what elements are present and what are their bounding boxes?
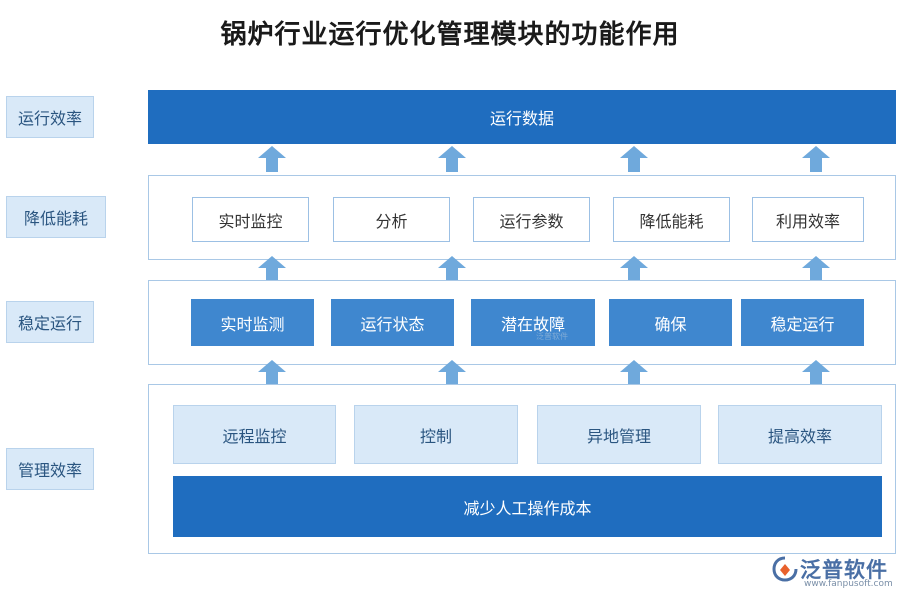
remote-management-box: 异地管理: [537, 405, 701, 464]
up-arrow-icon: [438, 360, 466, 386]
analysis-box: 分析: [333, 197, 450, 242]
up-arrow-icon: [802, 146, 830, 172]
side-label-energy: 降低能耗: [6, 196, 106, 238]
brand-logo: 泛普软件 www.fanpusoft.com: [772, 554, 896, 592]
up-arrow-icon: [258, 256, 286, 282]
operation-data-bar: 运行数据: [148, 90, 896, 144]
remote-monitor-box: 远程监控: [173, 405, 336, 464]
up-arrow-icon: [258, 360, 286, 386]
up-arrow-icon: [258, 146, 286, 172]
up-arrow-icon: [620, 256, 648, 282]
stable-operation-box: 稳定运行: [741, 299, 864, 346]
logo-icon: [772, 556, 798, 582]
reduce-energy-box: 降低能耗: [613, 197, 730, 242]
ensure-box: 确保: [609, 299, 732, 346]
reduce-labor-cost-bar: 减少人工操作成本: [173, 476, 882, 537]
improve-efficiency-box: 提高效率: [718, 405, 882, 464]
up-arrow-icon: [438, 146, 466, 172]
up-arrow-icon: [802, 360, 830, 386]
utilization-box: 利用效率: [752, 197, 864, 242]
control-box: 控制: [354, 405, 518, 464]
potential-fault-box: 潜在故障: [471, 299, 595, 346]
operation-params-box: 运行参数: [473, 197, 590, 242]
side-label-stable: 稳定运行: [6, 301, 94, 343]
up-arrow-icon: [438, 256, 466, 282]
up-arrow-icon: [802, 256, 830, 282]
up-arrow-icon: [620, 360, 648, 386]
side-label-management: 管理效率: [6, 448, 94, 490]
up-arrow-icon: [620, 146, 648, 172]
logo-url: www.fanpusoft.com: [804, 579, 893, 589]
realtime-detect-box: 实时监测: [191, 299, 314, 346]
realtime-monitor-box: 实时监控: [192, 197, 309, 242]
operation-status-box: 运行状态: [331, 299, 454, 346]
logo-name: 泛普软件: [800, 558, 888, 582]
page-title: 锅炉行业运行优化管理模块的功能作用: [220, 20, 680, 50]
side-label-efficiency: 运行效率: [6, 96, 94, 138]
watermark: 泛普软件: [536, 332, 568, 341]
